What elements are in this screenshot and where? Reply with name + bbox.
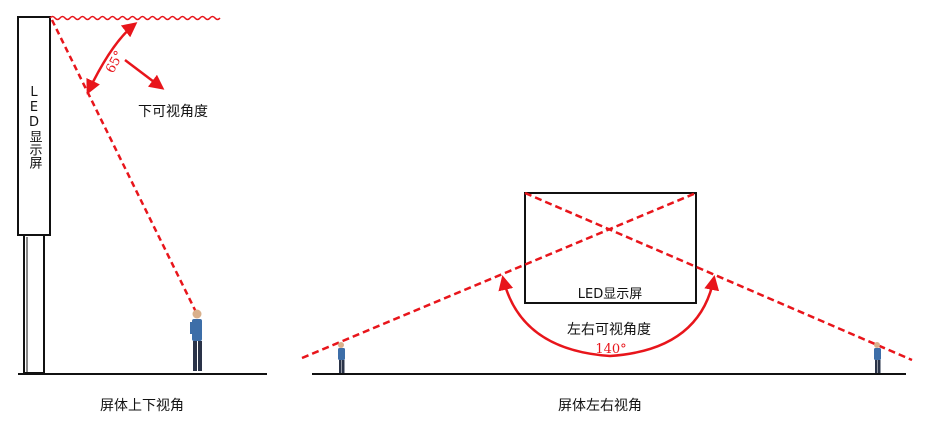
person-figure-right-b bbox=[874, 342, 881, 373]
person-figure-left bbox=[190, 309, 202, 371]
person-figure-right-a bbox=[338, 342, 345, 373]
left-panel: LED显示屏 65° 下可视角度 屏体上下视角 bbox=[17, 15, 267, 414]
angle-label-140: 140° bbox=[595, 342, 626, 357]
screen-label-vertical: LED显示屏 bbox=[27, 85, 43, 169]
top-reference-line bbox=[49, 15, 221, 21]
viewing-sight-line bbox=[50, 19, 198, 313]
right-panel: LED显示屏 左右可视角度 140° 屏体左右视角 bbox=[301, 191, 913, 414]
direction-label-horizontal: 左右可视角度 bbox=[567, 322, 651, 338]
direction-label-vertical: 下可视角度 bbox=[138, 104, 208, 120]
angle-label-65: 65° bbox=[103, 48, 127, 75]
led-screen-vertical bbox=[17, 16, 51, 236]
angle-arc bbox=[86, 22, 138, 95]
angle-arc-140 bbox=[498, 275, 720, 358]
screen-label-horizontal: LED显示屏 bbox=[578, 287, 642, 302]
caption-left: 屏体上下视角 bbox=[100, 398, 184, 414]
pointer-arrow bbox=[124, 59, 165, 90]
caption-right: 屏体左右视角 bbox=[558, 398, 642, 414]
